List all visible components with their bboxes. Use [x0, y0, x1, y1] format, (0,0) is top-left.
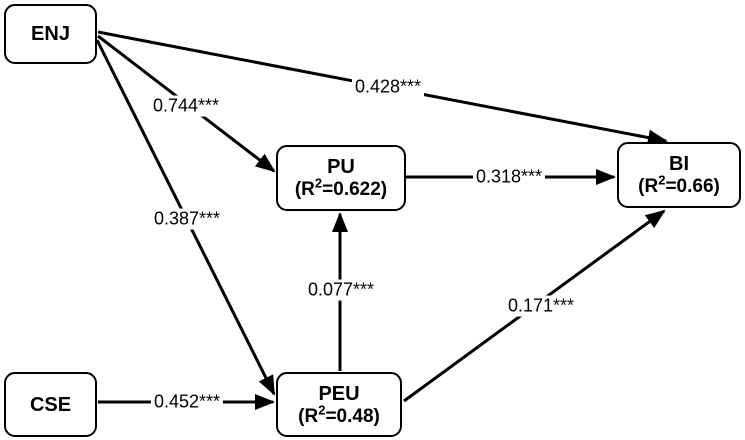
path-coefficient-peu-pu: 0.077***: [304, 279, 378, 301]
r2-suffix: =0.48): [325, 405, 380, 427]
path-coefficient-pu-bi: 0.318***: [472, 166, 546, 188]
r2-superscript: 2: [658, 172, 666, 188]
node-peu-r2: (R2=0.48): [298, 403, 380, 428]
r2-superscript: 2: [318, 402, 326, 418]
node-pu-r2: (R2=0.622): [294, 175, 388, 201]
node-peu-label: PEU: [318, 382, 360, 405]
path-coefficient-peu-bi: 0.171***: [504, 295, 578, 317]
node-bi-r2: (R2=0.66): [638, 172, 720, 198]
r2-prefix: (R: [638, 176, 659, 198]
node-peu: PEU (R2=0.48): [276, 372, 402, 437]
node-enj-label: ENJ: [31, 23, 70, 45]
node-cse: CSE: [4, 372, 97, 437]
path-coefficient-enj-peu: 0.387***: [150, 208, 224, 230]
r2-superscript: 2: [314, 175, 323, 191]
node-bi: BI (R2=0.66): [617, 142, 741, 208]
node-cse-label: CSE: [29, 393, 72, 416]
node-pu-label: PU: [327, 156, 355, 179]
node-bi-label: BI: [669, 153, 689, 176]
r2-prefix: (R: [294, 179, 315, 201]
r2-suffix: =0.66): [665, 176, 720, 198]
path-coefficient-enj-pu: 0.744***: [149, 95, 223, 117]
path-coefficient-enj-bi: 0.428***: [351, 76, 425, 98]
node-enj: ENJ: [4, 4, 97, 64]
node-pu: PU (R2=0.622): [276, 145, 406, 211]
r2-prefix: (R: [298, 405, 319, 427]
r2-suffix: =0.622): [322, 179, 388, 201]
path-coefficient-cse-peu: 0.452***: [150, 391, 224, 413]
